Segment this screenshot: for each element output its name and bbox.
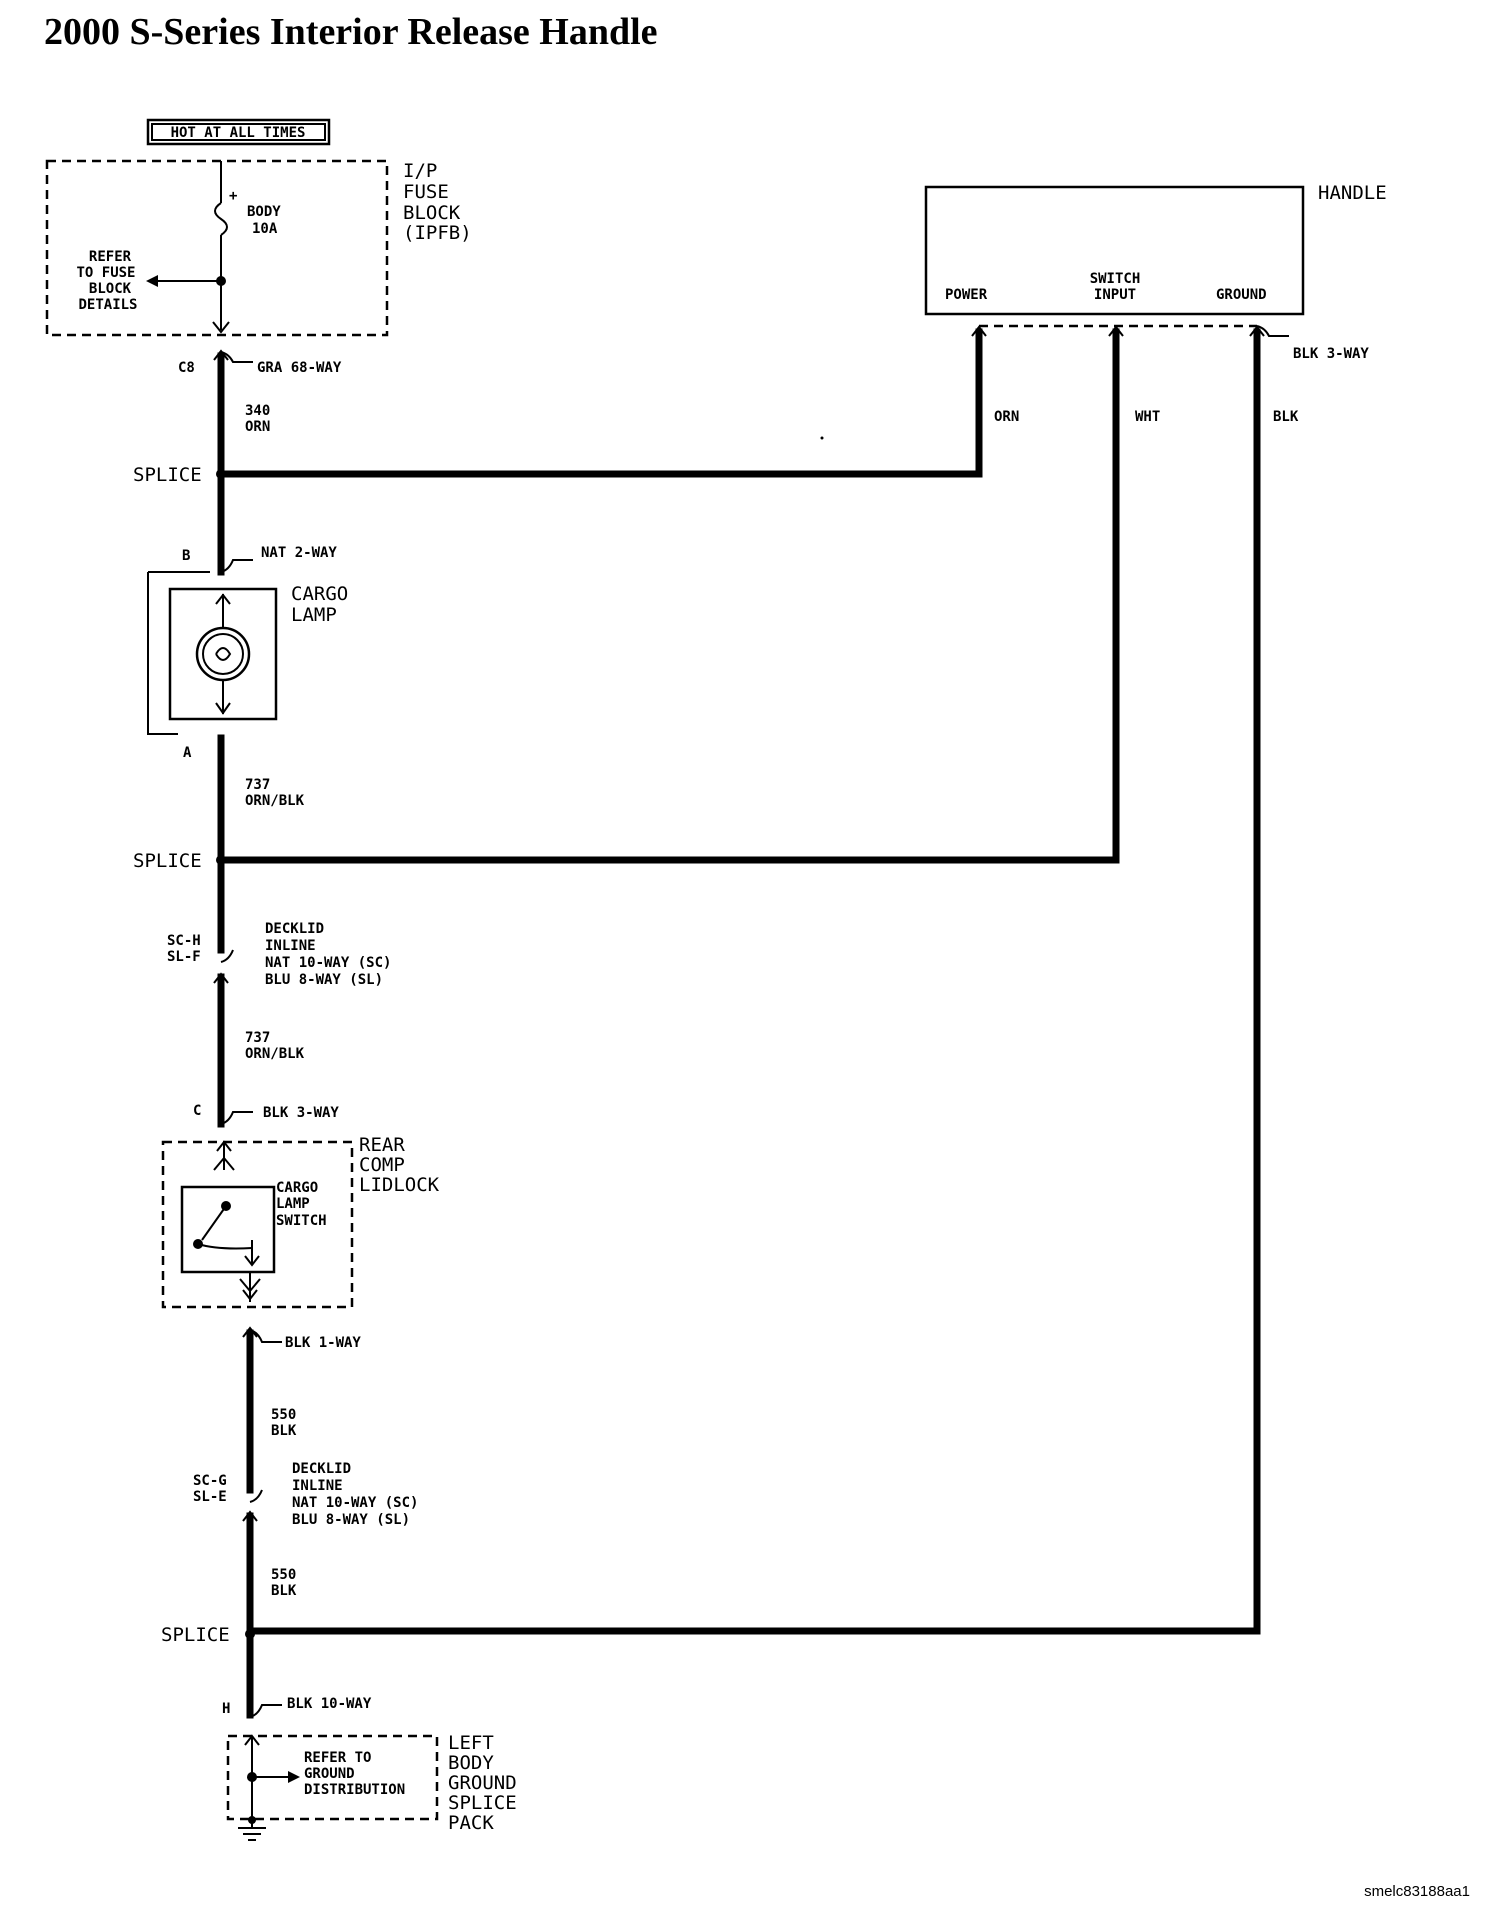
circuit-737-number-1: 737 <box>245 777 270 793</box>
handle-pin-switch-1: SWITCH <box>1090 271 1141 287</box>
cargo-lamp-switch-3: SWITCH <box>276 1213 327 1229</box>
circuit-737-color-2: ORN/BLK <box>245 1046 305 1062</box>
svg-text:(IPFB): (IPFB) <box>403 222 472 244</box>
refer-arrow-icon <box>146 275 158 287</box>
svg-text:BLU 8-WAY (SL): BLU 8-WAY (SL) <box>292 1512 410 1528</box>
circuit-550-color-1: BLK <box>271 1423 297 1439</box>
fuse-rating: 10A <box>252 221 278 237</box>
svg-text:DECKLID: DECKLID <box>292 1461 351 1477</box>
ground-pack-outline <box>226 1734 439 1821</box>
circuit-550-number-1: 550 <box>271 1407 296 1423</box>
svg-text:DECKLID: DECKLID <box>265 921 324 937</box>
cargo-lamp-pin-a: A <box>183 745 192 761</box>
circuit-340-number: 340 <box>245 403 270 419</box>
decklid-2-pin-sl: SL-E <box>193 1489 227 1505</box>
splice-2-label: SPLICE <box>133 850 202 872</box>
svg-text:LEFT: LEFT <box>448 1732 494 1754</box>
fuse-name: BODY <box>247 204 281 220</box>
c8-connector: GRA 68-WAY <box>257 360 342 376</box>
cargo-lamp-connector: NAT 2-WAY <box>261 545 337 561</box>
fuse-plus: + <box>229 188 237 204</box>
svg-text:NAT 10-WAY (SC): NAT 10-WAY (SC) <box>292 1495 418 1511</box>
c8-pin: C8 <box>178 360 195 376</box>
cargo-lamp-name-1: CARGO <box>291 583 348 605</box>
decklid-1-text: DECKLID INLINE NAT 10-WAY (SC) BLU 8-WAY… <box>265 921 391 988</box>
svg-text:LIDLOCK: LIDLOCK <box>359 1174 440 1196</box>
cargo-lamp-pin-b: B <box>182 548 190 564</box>
rear-comp-outline <box>161 1140 354 1309</box>
circuit-737-color-1: ORN/BLK <box>245 793 305 809</box>
decklid-2-pin-sc: SC-G <box>193 1473 227 1489</box>
handle-pin-power: POWER <box>945 287 988 303</box>
handle-connector: BLK 3-WAY <box>1293 346 1369 362</box>
cargo-lamp-switch-box <box>180 1185 276 1274</box>
svg-text:BLOCK: BLOCK <box>89 281 132 297</box>
fuse-refer-text: REFER TO FUSE BLOCK DETAILS <box>76 249 137 313</box>
svg-text:BLOCK: BLOCK <box>403 202 461 224</box>
svg-text:GROUND: GROUND <box>304 1766 355 1782</box>
rear-comp-connector-top: BLK 3-WAY <box>263 1105 339 1121</box>
svg-text:GROUND: GROUND <box>448 1772 517 1794</box>
circuit-550-color-2: BLK <box>271 1583 297 1599</box>
svg-text:PACK: PACK <box>448 1812 494 1834</box>
bulb-icon <box>195 626 251 682</box>
handle-name: HANDLE <box>1318 182 1387 204</box>
svg-text:DETAILS: DETAILS <box>78 297 137 313</box>
footer-code: smelc83188aa1 <box>1364 1883 1470 1900</box>
hot-at-all-times-label: HOT AT ALL TIMES <box>171 125 306 141</box>
circuit-737-number-2: 737 <box>245 1030 270 1046</box>
handle-pin-switch-2: INPUT <box>1094 287 1136 303</box>
decklid-2-text: DECKLID INLINE NAT 10-WAY (SC) BLU 8-WAY… <box>292 1461 418 1528</box>
decklid-1-pin-sl: SL-F <box>167 949 201 965</box>
handle-wire-orn: ORN <box>994 409 1019 425</box>
svg-text:INLINE: INLINE <box>292 1478 343 1494</box>
svg-text:FUSE: FUSE <box>403 181 449 203</box>
cargo-lamp-name-2: LAMP <box>291 604 337 626</box>
handle-box <box>924 185 1305 316</box>
svg-text:INLINE: INLINE <box>265 938 316 954</box>
handle-pin-ground: GROUND <box>1216 287 1267 303</box>
ground-refer-text: REFER TO GROUND DISTRIBUTION <box>304 1750 405 1798</box>
svg-text:REAR: REAR <box>359 1134 405 1156</box>
circuit-550-number-2: 550 <box>271 1567 296 1583</box>
fuse-block-name: I/P FUSE BLOCK (IPFB) <box>403 160 472 244</box>
svg-text:COMP: COMP <box>359 1154 405 1176</box>
rear-comp-connector-bottom: BLK 1-WAY <box>285 1335 361 1351</box>
svg-text:REFER TO: REFER TO <box>304 1750 371 1766</box>
cargo-lamp-switch-2: LAMP <box>276 1196 310 1212</box>
ground-connector: BLK 10-WAY <box>287 1696 372 1712</box>
decklid-1-pin-sc: SC-H <box>167 933 201 949</box>
svg-text:REFER: REFER <box>89 249 132 265</box>
ground-pack-name: LEFT BODY GROUND SPLICE PACK <box>448 1732 517 1834</box>
handle-wire-blk: BLK <box>1273 409 1299 425</box>
svg-text:DISTRIBUTION: DISTRIBUTION <box>304 1782 405 1798</box>
splice-1-label: SPLICE <box>133 464 202 486</box>
fuse-block-outline <box>45 159 389 337</box>
svg-text:I/P: I/P <box>403 160 437 182</box>
svg-text:SPLICE: SPLICE <box>448 1792 517 1814</box>
cargo-lamp-switch-1: CARGO <box>276 1180 318 1196</box>
rear-comp-name: REAR COMP LIDLOCK <box>359 1134 440 1196</box>
svg-text:NAT 10-WAY (SC): NAT 10-WAY (SC) <box>265 955 391 971</box>
page-title: 2000 S-Series Interior Release Handle <box>44 11 658 53</box>
rear-comp-pin-c: C <box>193 1103 201 1119</box>
svg-text:BLU 8-WAY (SL): BLU 8-WAY (SL) <box>265 972 383 988</box>
stray-dot <box>820 436 824 440</box>
ground-refer-arrow-icon <box>288 1771 300 1783</box>
circuit-340-color: ORN <box>245 419 270 435</box>
ground-pin-h: H <box>222 1701 230 1717</box>
handle-wire-wht: WHT <box>1135 409 1160 425</box>
ground-symbol-icon <box>238 1816 266 1841</box>
splice-3-label: SPLICE <box>161 1624 230 1646</box>
svg-text:BODY: BODY <box>448 1752 494 1774</box>
fuse-symbol <box>214 202 228 236</box>
svg-text:TO FUSE: TO FUSE <box>76 265 135 281</box>
